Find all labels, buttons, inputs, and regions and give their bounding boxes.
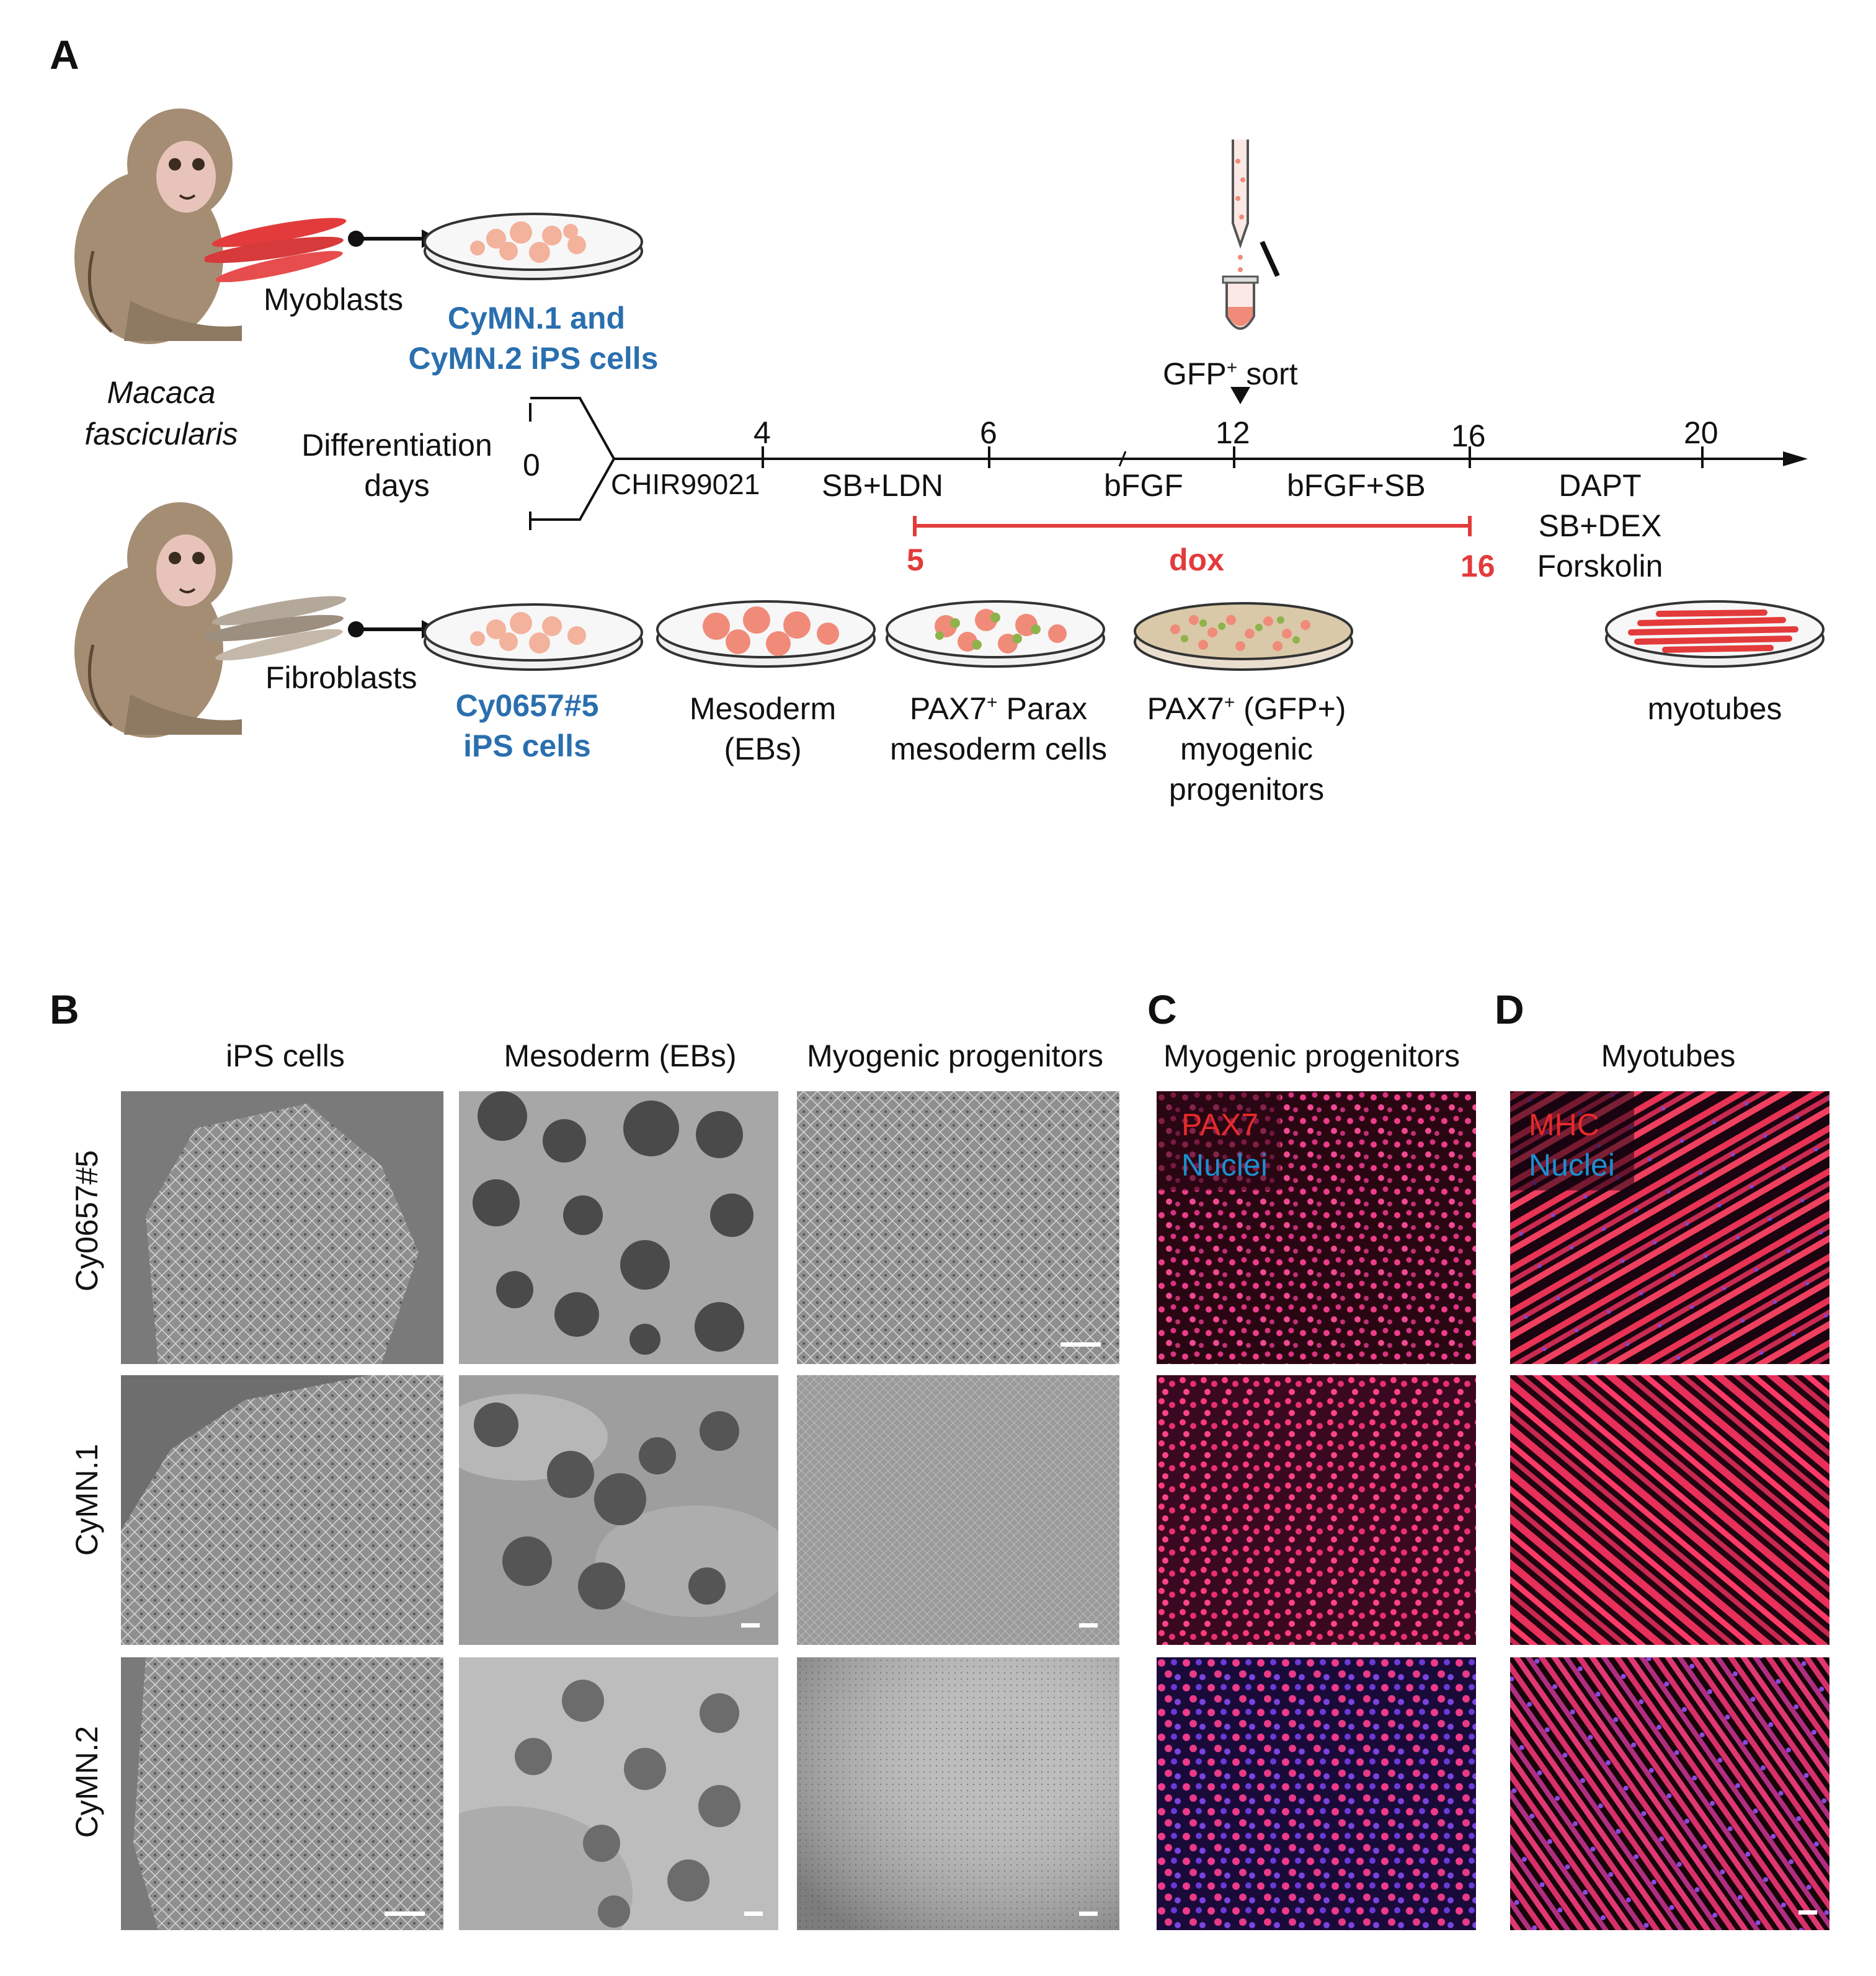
fluor-c-row1 xyxy=(1157,1091,1476,1364)
dox-label: dox xyxy=(1169,543,1224,577)
stage-parax-1: PAX7+ Parax xyxy=(909,691,1088,726)
fluor-d-row1 xyxy=(1510,1091,1829,1364)
fluor-d-row2 xyxy=(1510,1375,1829,1645)
stage-mesoderm-2: (EBs) xyxy=(724,732,802,766)
stage-progen-2: myogenic xyxy=(1180,732,1313,766)
micrograph-cymn1-ips xyxy=(121,1375,443,1645)
stage-myotubes: myotubes xyxy=(1647,691,1782,726)
panel-d-letter: D xyxy=(1495,986,1524,1032)
fibroblast-cells xyxy=(202,592,360,661)
differentiation-days-2: days xyxy=(364,468,430,503)
macaque-illustration-top xyxy=(56,96,267,344)
day-20: 20 xyxy=(1684,415,1718,450)
micrograph-cymn2-ips xyxy=(121,1657,443,1930)
treatment-forskolin: Forskolin xyxy=(1537,549,1663,583)
micrograph-cymn2-mesoderm xyxy=(459,1657,778,1930)
treatment-bfgfsb: bFGF+SB xyxy=(1287,468,1426,503)
stage-progen-3: progenitors xyxy=(1168,772,1325,807)
dish-cy-ips xyxy=(422,598,645,673)
day-6: 6 xyxy=(980,415,997,450)
label-pax7: PAX7 xyxy=(1181,1107,1259,1142)
treatment-bfgf: bFGF xyxy=(1104,468,1183,503)
day-0: 0 xyxy=(523,448,540,482)
dox-start: 5 xyxy=(907,543,924,577)
cy-ips-line-1: Cy0657#5 xyxy=(455,688,599,723)
species-line-2: fascicularis xyxy=(84,417,238,451)
dox-end: 16 xyxy=(1460,549,1495,583)
stage-mesoderm-1: Mesoderm xyxy=(689,691,837,726)
myoblasts-label: Myoblasts xyxy=(264,282,404,317)
fluor-d-row3 xyxy=(1510,1657,1829,1930)
panel-a-letter: A xyxy=(50,32,79,78)
cy-ips-line-2: iPS cells xyxy=(463,729,591,763)
pipette-tube-icon xyxy=(1197,136,1290,341)
col-mesoderm: Mesoderm (EBs) xyxy=(504,1039,737,1073)
col-d-myotubes: Myotubes xyxy=(1601,1039,1736,1073)
dish-cymn-ips xyxy=(422,208,645,282)
micrograph-cymn1-progen xyxy=(797,1375,1119,1645)
treatment-chir: CHIR99021 xyxy=(611,468,760,500)
fibroblasts-label: Fibroblasts xyxy=(265,660,417,695)
dish-mesoderm xyxy=(654,595,878,670)
differentiation-days-1: Differentiation xyxy=(301,428,492,463)
gfp-sort-label: GFP+ sort xyxy=(1163,357,1298,391)
col-ips: iPS cells xyxy=(226,1039,345,1073)
cymn-ips-line-1: CyMN.1 and xyxy=(447,301,626,335)
dish-myotubes xyxy=(1603,595,1826,670)
day-16: 16 xyxy=(1451,419,1486,453)
fluor-c-row3 xyxy=(1157,1657,1476,1930)
label-nuclei-d: Nuclei xyxy=(1529,1148,1615,1182)
cymn-ips-line-2: CyMN.2 iPS cells xyxy=(408,341,659,376)
myoblast-cells xyxy=(202,214,360,283)
micrograph-cymn2-progen xyxy=(797,1657,1119,1930)
micrograph-cymn1-mesoderm xyxy=(459,1375,778,1645)
panel-b-letter: B xyxy=(50,986,79,1032)
dish-parax xyxy=(884,595,1107,670)
stage-parax-2: mesoderm cells xyxy=(889,732,1108,766)
species-line-1: Macaca xyxy=(107,375,216,410)
row-label-cymn1: CyMN.1 xyxy=(69,1443,104,1556)
gfp-sort-arrow xyxy=(1228,384,1253,407)
micrograph-cy0657-progen xyxy=(797,1091,1119,1364)
fluor-c-row2 xyxy=(1157,1375,1476,1645)
col-c-progen: Myogenic progenitors xyxy=(1163,1039,1460,1073)
day-4: 4 xyxy=(754,415,771,450)
label-nuclei-c: Nuclei xyxy=(1181,1148,1268,1182)
row-label-cymn2: CyMN.2 xyxy=(69,1726,104,1838)
treatment-sbdex: SB+DEX xyxy=(1538,508,1662,543)
macaque-illustration-bottom xyxy=(56,490,267,738)
day-12: 12 xyxy=(1216,415,1250,450)
label-mhc: MHC xyxy=(1529,1107,1599,1142)
stage-progen-1: PAX7+ (GFP+) xyxy=(1147,691,1346,726)
dish-progenitors xyxy=(1132,595,1355,676)
micrograph-cy0657-mesoderm xyxy=(459,1091,778,1364)
differentiation-timeline xyxy=(521,384,1823,583)
micrograph-cy0657-ips xyxy=(121,1091,443,1364)
treatment-sbldn: SB+LDN xyxy=(822,468,943,503)
row-label-cy0657: Cy0657#5 xyxy=(69,1150,104,1291)
col-progen: Myogenic progenitors xyxy=(806,1039,1104,1073)
panel-c-letter: C xyxy=(1147,986,1177,1032)
treatment-dapt: DAPT xyxy=(1558,468,1642,503)
